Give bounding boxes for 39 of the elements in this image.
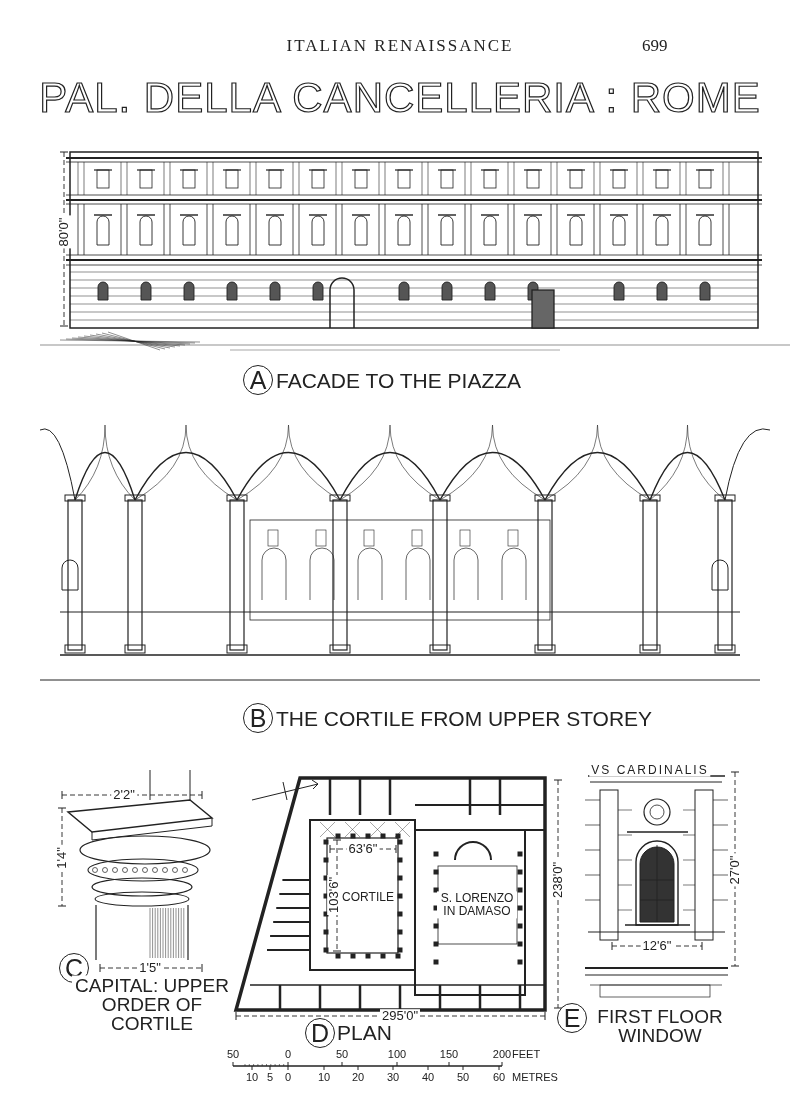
dimension-label: 103'6" (327, 875, 341, 915)
plate-title: PAL. DELLA CANCELLERIA : ROME (39, 75, 761, 121)
room-label: S. LORENZO IN DAMASO (437, 891, 517, 919)
panel-letter: D (305, 1018, 335, 1048)
dimension-label: 1'4" (55, 845, 69, 871)
panel-letter: E (557, 1003, 587, 1033)
dimension-label: 295'0" (380, 1009, 420, 1023)
panel-caption: FACADE TO THE PIAZZA (276, 370, 522, 392)
dimension-label: 1'5" (137, 961, 163, 975)
scale-unit: FEET (512, 1049, 541, 1061)
dimension-label: 27'0" (728, 853, 742, 887)
scale-number: 0 (284, 1049, 292, 1061)
scale-number: 150 (439, 1049, 459, 1061)
scale-number: 5 (266, 1072, 274, 1084)
dimension-label: 80'0" (57, 215, 71, 249)
dimension-label: 2'2" (111, 788, 137, 802)
scale-number: 50 (335, 1049, 349, 1061)
panel-letter: B (243, 703, 273, 733)
inscription: VS CARDINALIS (589, 763, 711, 777)
scale-number: 40 (421, 1072, 435, 1084)
dimension-label: 238'0" (551, 860, 565, 900)
scale-number: 200 (492, 1049, 512, 1061)
scale-number: 50 (226, 1049, 240, 1061)
page-header: ITALIAN RENAISSANCE (286, 37, 514, 55)
scale-number: 10 (317, 1072, 331, 1084)
scale-number: 20 (351, 1072, 365, 1084)
scale-unit: METRES (512, 1072, 558, 1084)
scale-number: 0 (284, 1072, 292, 1084)
panel-caption: PLAN (337, 1022, 392, 1044)
page-number: 699 (642, 37, 668, 55)
panel-caption: THE CORTILE FROM UPPER STOREY (276, 708, 653, 730)
dimension-label: 63'6" (346, 842, 380, 856)
scale-number: 100 (387, 1049, 407, 1061)
panel-letter: A (243, 365, 273, 395)
scale-number: 10 (245, 1072, 259, 1084)
dimension-label: 12'6" (640, 939, 674, 953)
scale-number: 50 (456, 1072, 470, 1084)
scale-number: 30 (386, 1072, 400, 1084)
scale-number: 60 (492, 1072, 506, 1084)
